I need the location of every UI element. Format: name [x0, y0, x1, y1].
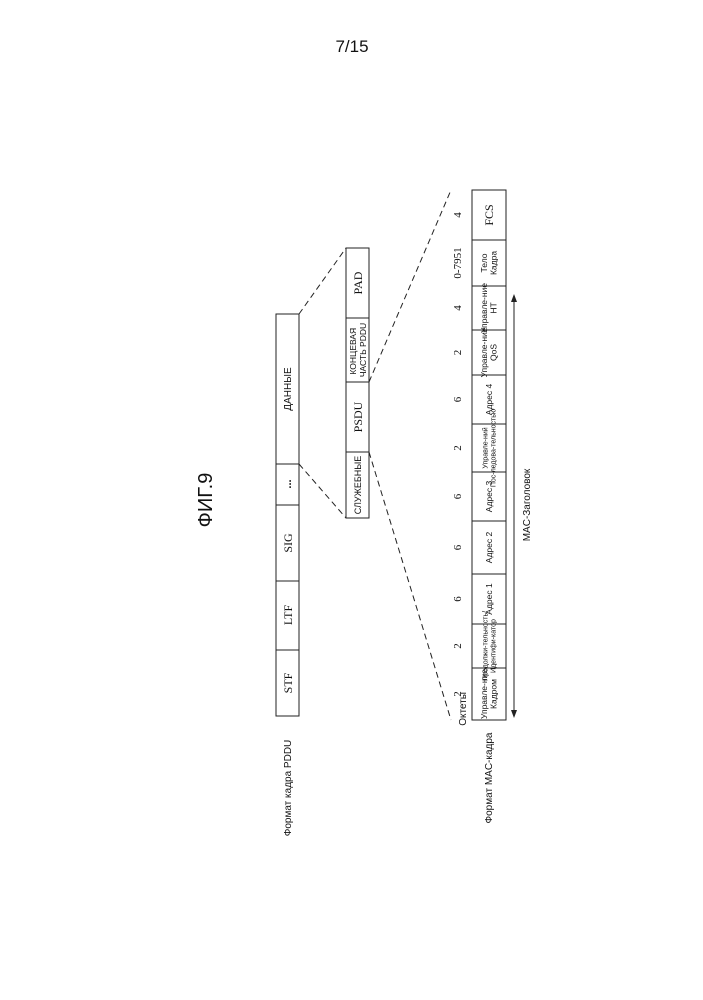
expansion-line [369, 190, 451, 382]
data-field-frame: СЛУЖЕБНЫЕ PSDU КОНЦЕВАЯ ЧАСТЬ PDDU PAD [346, 248, 369, 518]
mac-header-arrow [511, 294, 517, 718]
mac-octet-count: 6 [452, 596, 464, 602]
data-field-pad: PAD [351, 271, 365, 294]
figure-title: ФИГ.9 [195, 473, 217, 528]
expansion-line [299, 464, 346, 518]
mac-field-label: FCS [482, 204, 496, 225]
pddu-field-ellipsis: ... [282, 479, 294, 488]
mac-octet-count: 4 [452, 212, 464, 218]
mac-octet-count: 0-7951 [452, 247, 464, 278]
page-number: 7/15 [335, 37, 368, 56]
pddu-field-sig: SIG [281, 533, 295, 553]
pddu-field-data: ДАННЫЕ [283, 367, 294, 411]
mac-field-label: Продолжи-тельность/Идентифи-катор [482, 611, 497, 681]
data-field-tail: КОНЦЕВАЯ ЧАСТЬ PDDU [348, 323, 368, 377]
mac-field-label: Управле-ниеQoS [479, 327, 499, 377]
pddu-field-stf: STF [281, 672, 295, 693]
mac-caption: Формат MAC-кадра [484, 732, 495, 823]
mac-field-label: Адрес 4 [484, 384, 494, 416]
expansion-line [299, 248, 346, 314]
mac-octet-count: 6 [452, 493, 464, 499]
mac-octet-count: 2 [452, 445, 464, 451]
mac-octet-count: 6 [452, 396, 464, 402]
mac-octet-count: 2 [452, 643, 464, 649]
mac-field-label: Адрес 2 [484, 532, 494, 564]
mac-octet-count: 4 [452, 305, 464, 311]
mac-octets: 2266626240-79514 [452, 212, 464, 697]
mac-header-label: MAC-Заголовок [522, 468, 533, 541]
arrow-head-icon [511, 294, 517, 302]
mac-octet-count: 2 [452, 350, 464, 356]
expansion-line [369, 452, 451, 720]
data-field-psdu: PSDU [351, 401, 365, 432]
mac-frame: Управле-ниеКадромПродолжи-тельность/Иден… [472, 190, 506, 720]
mac-field-label: Управле-ниеНТ [479, 283, 499, 333]
pddu-caption: Формат кадра PDDU [283, 740, 294, 837]
mac-field-label: ТелоКадра [479, 251, 499, 275]
mac-field-label: Адрес 1 [484, 583, 494, 615]
pddu-field-ltf: LTF [281, 605, 295, 626]
octets-label: Октеты [458, 692, 469, 726]
data-field-service: СЛУЖЕБНЫЕ [353, 456, 363, 515]
mac-field-label: Управле-нийПос-ледова-тельностью [481, 409, 497, 487]
arrow-head-icon [511, 710, 517, 718]
mac-octet-count: 6 [452, 544, 464, 550]
pddu-frame: STF LTF SIG ... ДАННЫЕ [276, 314, 299, 716]
